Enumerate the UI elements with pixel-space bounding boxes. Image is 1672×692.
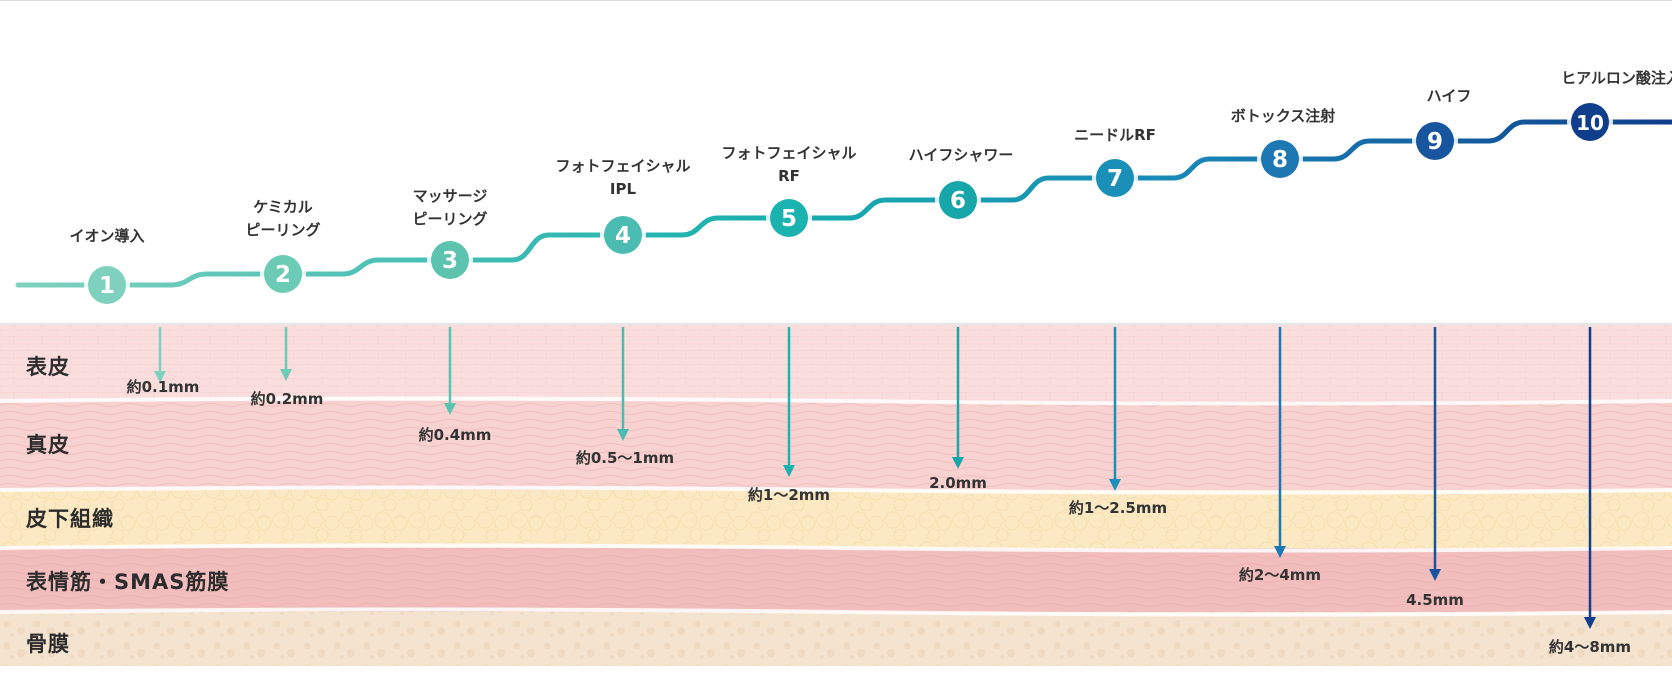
depth-arrow-head-9 — [1429, 569, 1441, 581]
layer-band-smas-texture — [0, 548, 1672, 612]
layer-band-subcutaneous-texture — [0, 490, 1672, 548]
layer-boundary — [0, 485, 1672, 495]
depth-label-2: 約0.2mm — [250, 390, 324, 408]
depth-arrow-head-2 — [280, 369, 292, 381]
procedure-label-8: ボトックス注射 — [1230, 107, 1336, 125]
depth-label-1: 約0.1mm — [126, 378, 200, 396]
depth-staircase-line — [15, 119, 1672, 288]
step-badge-1 — [88, 266, 126, 304]
procedure-label-10: ヒアルロン酸注入 — [1561, 69, 1672, 87]
step-number-5: 5 — [781, 206, 797, 232]
depth-label-7: 約1〜2.5mm — [1068, 499, 1168, 517]
layer-label-subcutaneous: 皮下組織 — [26, 507, 114, 531]
depth-label-6: 2.0mm — [929, 474, 987, 492]
step-number-7: 7 — [1107, 166, 1123, 192]
depth-label-8: 約2〜4mm — [1238, 566, 1322, 584]
layer-boundary — [0, 543, 1672, 553]
procedure-label-4: フォトフェイシャル IPL — [555, 157, 691, 198]
depth-arrow-head-6 — [952, 457, 964, 469]
step-number-4: 4 — [615, 223, 631, 249]
depth-arrow-head-5 — [783, 465, 795, 477]
depth-label-4: 約0.5〜1mm — [575, 449, 675, 467]
depth-label-10: 約4〜8mm — [1548, 638, 1632, 656]
layer-label-epidermis: 表皮 — [26, 355, 70, 379]
layer-boundary — [0, 396, 1672, 406]
procedure-label-2: ケミカル ピーリング — [245, 198, 321, 239]
procedure-label-3: マッサージ ピーリング — [412, 187, 488, 228]
procedure-label-5: フォトフェイシャル RF — [721, 144, 857, 185]
step-number-1: 1 — [99, 273, 115, 299]
step-badge-9 — [1416, 122, 1454, 160]
layer-boundary — [0, 607, 1672, 617]
layer-band-dermis-texture — [0, 401, 1672, 490]
layer-label-dermis: 真皮 — [26, 433, 70, 457]
step-number-9: 9 — [1427, 129, 1443, 155]
procedure-label-6: ハイフシャワー — [908, 146, 1014, 164]
procedure-label-9: ハイフ — [1426, 87, 1472, 105]
depth-label-5: 約1〜2mm — [747, 486, 831, 504]
step-number-8: 8 — [1272, 147, 1288, 173]
step-badge-8 — [1261, 140, 1299, 178]
step-badge-10 — [1571, 103, 1609, 141]
depth-arrow-head-8 — [1274, 546, 1286, 558]
step-badge-6 — [939, 181, 977, 219]
step-badge-3 — [431, 241, 469, 279]
depth-arrow-head-7 — [1109, 479, 1121, 491]
depth-arrow-head-1 — [154, 371, 166, 383]
depth-arrow-head-10 — [1584, 617, 1596, 629]
step-badge-2 — [264, 255, 302, 293]
step-badge-7 — [1096, 159, 1134, 197]
depth-arrow-head-3 — [444, 403, 456, 415]
depth-label-9: 4.5mm — [1406, 591, 1464, 609]
step-number-6: 6 — [950, 188, 966, 214]
step-number-10: 10 — [1576, 111, 1604, 135]
layer-band-epidermis-texture — [0, 324, 1672, 401]
layer-band-periosteum-texture — [0, 612, 1672, 666]
procedure-label-7: ニードルRF — [1074, 126, 1156, 144]
step-number-3: 3 — [442, 248, 458, 274]
depth-label-3: 約0.4mm — [418, 426, 492, 444]
step-number-2: 2 — [275, 262, 291, 288]
layer-label-periosteum: 骨膜 — [26, 632, 70, 656]
step-badge-4 — [604, 216, 642, 254]
step-badge-5 — [770, 199, 808, 237]
procedure-label-1: イオン導入 — [69, 227, 145, 245]
layer-label-smas: 表情筋・SMAS筋膜 — [26, 570, 230, 594]
depth-arrow-head-4 — [617, 429, 629, 441]
